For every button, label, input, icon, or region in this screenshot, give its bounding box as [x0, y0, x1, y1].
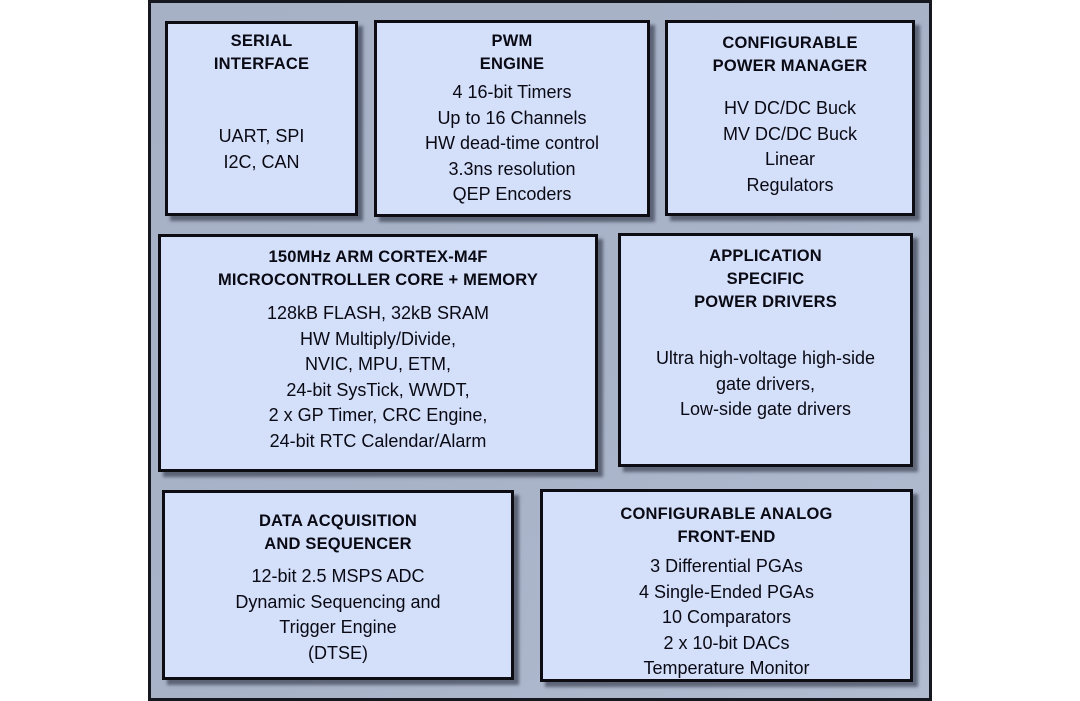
body-line: Trigger Engine	[279, 617, 397, 637]
body-line: Dynamic Sequencing and	[235, 591, 441, 612]
title-line: POWER MANAGER	[712, 57, 868, 75]
block-title: 150MHz ARM CORTEX-M4F MICROCONTROLLER CO…	[218, 246, 538, 292]
body-line: 2 x 10-bit DACs	[663, 632, 790, 653]
body-line: 12-bit 2.5 MSPS ADC	[251, 566, 425, 586]
block-mcu-core-memory: 150MHz ARM CORTEX-M4F MICROCONTROLLER CO…	[158, 234, 598, 472]
block-title: APPLICATION SPECIFIC POWER DRIVERS	[694, 245, 837, 314]
body-line: 10 Comparators	[661, 607, 792, 627]
title-line: 150MHz ARM CORTEX-M4F	[268, 248, 488, 266]
body-line: MV DC/DC Buck	[722, 123, 857, 144]
block-body: 3 Differential PGAs 4 Single-Ended PGAs …	[639, 554, 814, 682]
block-diagram-panel: SERIAL INTERFACE UART, SPI I2C, CAN PWM …	[148, 0, 932, 701]
title-line: DATA ACQUISITION	[258, 512, 418, 530]
title-line: CONFIGURABLE ANALOG	[620, 505, 833, 523]
block-configurable-power-manager: CONFIGURABLE POWER MANAGER HV DC/DC Buck…	[665, 20, 915, 216]
block-body: Ultra high-voltage high-side gate driver…	[656, 346, 875, 423]
block-pwm-engine: PWM ENGINE 4 16-bit Timers Up to 16 Chan…	[374, 20, 650, 217]
body-line: 3.3ns resolution	[448, 158, 576, 179]
body-line: HW Multiply/Divide,	[299, 328, 457, 349]
body-line: Up to 16 Channels	[437, 107, 587, 128]
title-line: FRONT-END	[677, 528, 776, 546]
body-line: I2C, CAN	[223, 151, 300, 172]
title-line: INTERFACE	[213, 55, 310, 73]
body-line: 24-bit SysTick, WWDT,	[286, 379, 470, 400]
title-line: AND SEQUENCER	[264, 535, 412, 553]
block-data-acquisition-sequencer: DATA ACQUISITION AND SEQUENCER 12-bit 2.…	[162, 490, 514, 680]
body-line: NVIC, MPU, ETM,	[304, 354, 451, 374]
body-line: Linear	[764, 149, 816, 169]
block-title: CONFIGURABLE ANALOG FRONT-END	[620, 503, 832, 549]
title-line: PWM	[491, 32, 533, 50]
body-line: HW dead-time control	[424, 133, 600, 153]
body-line: Low-side gate drivers	[679, 399, 852, 419]
body-line: 4 16-bit Timers	[452, 82, 572, 102]
block-body: UART, SPI I2C, CAN	[219, 124, 305, 175]
title-line: POWER DRIVERS	[694, 293, 837, 311]
body-line: 24-bit RTC Calendar/Alarm	[269, 430, 487, 451]
body-line: Regulators	[746, 174, 834, 195]
title-line: SPECIFIC	[726, 270, 805, 288]
body-line: UART, SPI	[218, 126, 305, 146]
title-line: MICROCONTROLLER CORE + MEMORY	[217, 271, 539, 289]
body-line: 2 x GP Timer, CRC Engine,	[268, 405, 488, 425]
block-title: PWM ENGINE	[480, 30, 544, 76]
block-title: DATA ACQUISITION AND SEQUENCER	[259, 510, 417, 556]
block-body: HV DC/DC Buck MV DC/DC Buck Linear Regul…	[723, 96, 857, 198]
body-line: HV DC/DC Buck	[723, 98, 856, 118]
block-body: 4 16-bit Timers Up to 16 Channels HW dea…	[425, 80, 599, 208]
block-body: 12-bit 2.5 MSPS ADC Dynamic Sequencing a…	[235, 564, 440, 666]
block-serial-interface: SERIAL INTERFACE UART, SPI I2C, CAN	[165, 21, 358, 216]
title-line: ENGINE	[479, 55, 545, 73]
block-configurable-analog-front-end: CONFIGURABLE ANALOG FRONT-END 3 Differen…	[540, 489, 913, 682]
body-line: 128kB FLASH, 32kB SRAM	[266, 303, 490, 323]
body-line: 4 Single-Ended PGAs	[638, 581, 815, 602]
body-line: Temperature Monitor	[643, 658, 810, 678]
title-line: APPLICATION	[709, 247, 822, 265]
body-line: Ultra high-voltage high-side	[655, 348, 876, 368]
title-line: CONFIGURABLE	[722, 34, 858, 52]
body-line: 3 Differential PGAs	[650, 556, 803, 576]
block-application-specific-power-drivers: APPLICATION SPECIFIC POWER DRIVERS Ultra…	[618, 233, 913, 467]
block-body: 128kB FLASH, 32kB SRAM HW Multiply/Divid…	[267, 301, 489, 454]
body-line: (DTSE)	[307, 642, 368, 663]
block-title: CONFIGURABLE POWER MANAGER	[713, 32, 868, 78]
block-title: SERIAL INTERFACE	[214, 30, 309, 76]
title-line: SERIAL	[230, 32, 293, 50]
body-line: gate drivers,	[715, 373, 816, 394]
body-line: QEP Encoders	[452, 184, 572, 204]
